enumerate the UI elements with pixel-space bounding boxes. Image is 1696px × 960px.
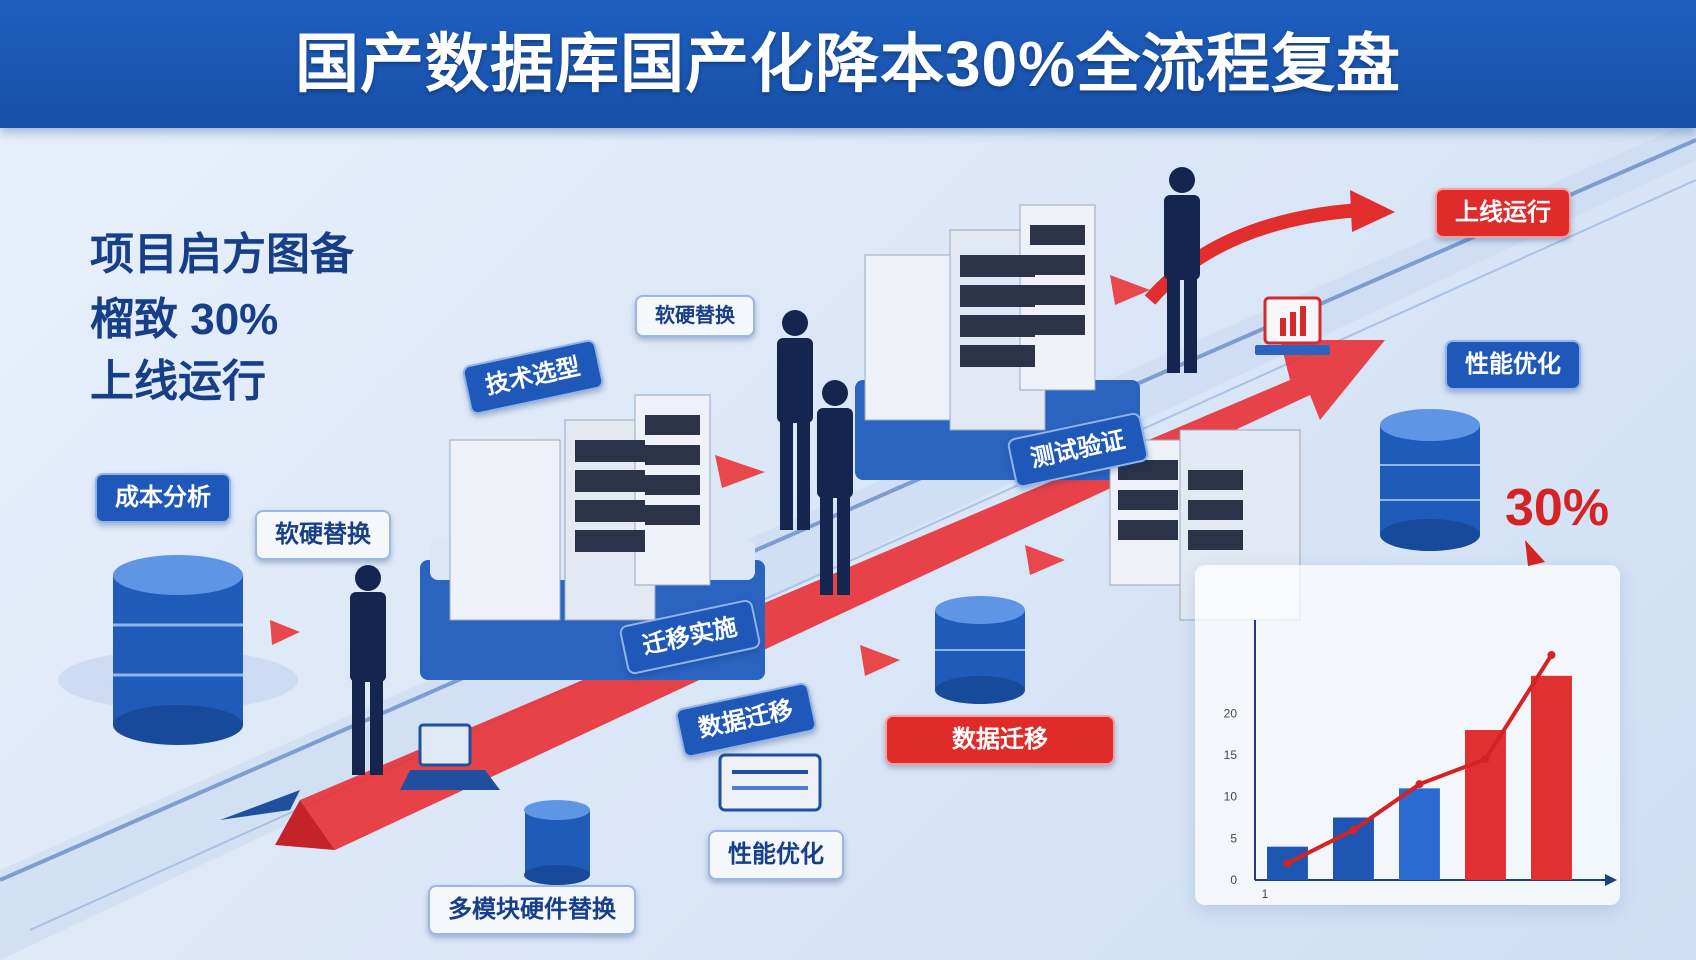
intro-line-1: 项目启方图备 [90, 230, 354, 279]
y-tick-label: 5 [1230, 831, 1237, 845]
y-tick-label: 10 [1224, 790, 1238, 804]
trend-point [1415, 780, 1424, 789]
savings-chart-panel: 0 5 10 15 20 1 [1195, 565, 1620, 905]
y-tick-label: 15 [1224, 748, 1238, 762]
step-hw-component-replace: 多模块硬件替换 [428, 885, 636, 935]
x-axis-arrow [1605, 874, 1617, 886]
chart-bar [1465, 730, 1506, 880]
step-hw-replace-top: 软硬替换 [635, 295, 755, 337]
intro-line-2: 榴致 30% [90, 295, 279, 344]
trend-point [1283, 859, 1292, 868]
step-perf-opt-right: 性能优化 [1445, 340, 1581, 390]
step-cost-analysis: 成本分析 [95, 473, 231, 523]
chart-bar [1531, 675, 1572, 880]
savings-bar-chart: 0 5 10 15 20 1 [1224, 620, 1617, 901]
trend-point [1349, 826, 1358, 834]
trend-point [1547, 651, 1556, 659]
y-tick-label: 20 [1224, 706, 1238, 720]
step-perf-opt-bottom: 性能优化 [708, 830, 844, 880]
x-tick-label: 1 [1262, 887, 1269, 901]
page-title: 国产数据库国产化降本30%全流程复盘 [294, 28, 1402, 100]
step-hw-replace-left: 软硬替换 [255, 510, 391, 560]
chart-bar [1399, 788, 1440, 880]
y-tick-label: 0 [1230, 873, 1237, 887]
intro-line-3: 上线运行 [90, 357, 266, 406]
step-go-live: 上线运行 [1435, 188, 1571, 238]
savings-percent-label: 30% [1505, 479, 1610, 537]
trend-point [1481, 755, 1490, 764]
step-data-migration-red: 数据迁移 [885, 715, 1115, 765]
header-banner: 国产数据库国产化降本30%全流程复盘 [0, 0, 1696, 128]
